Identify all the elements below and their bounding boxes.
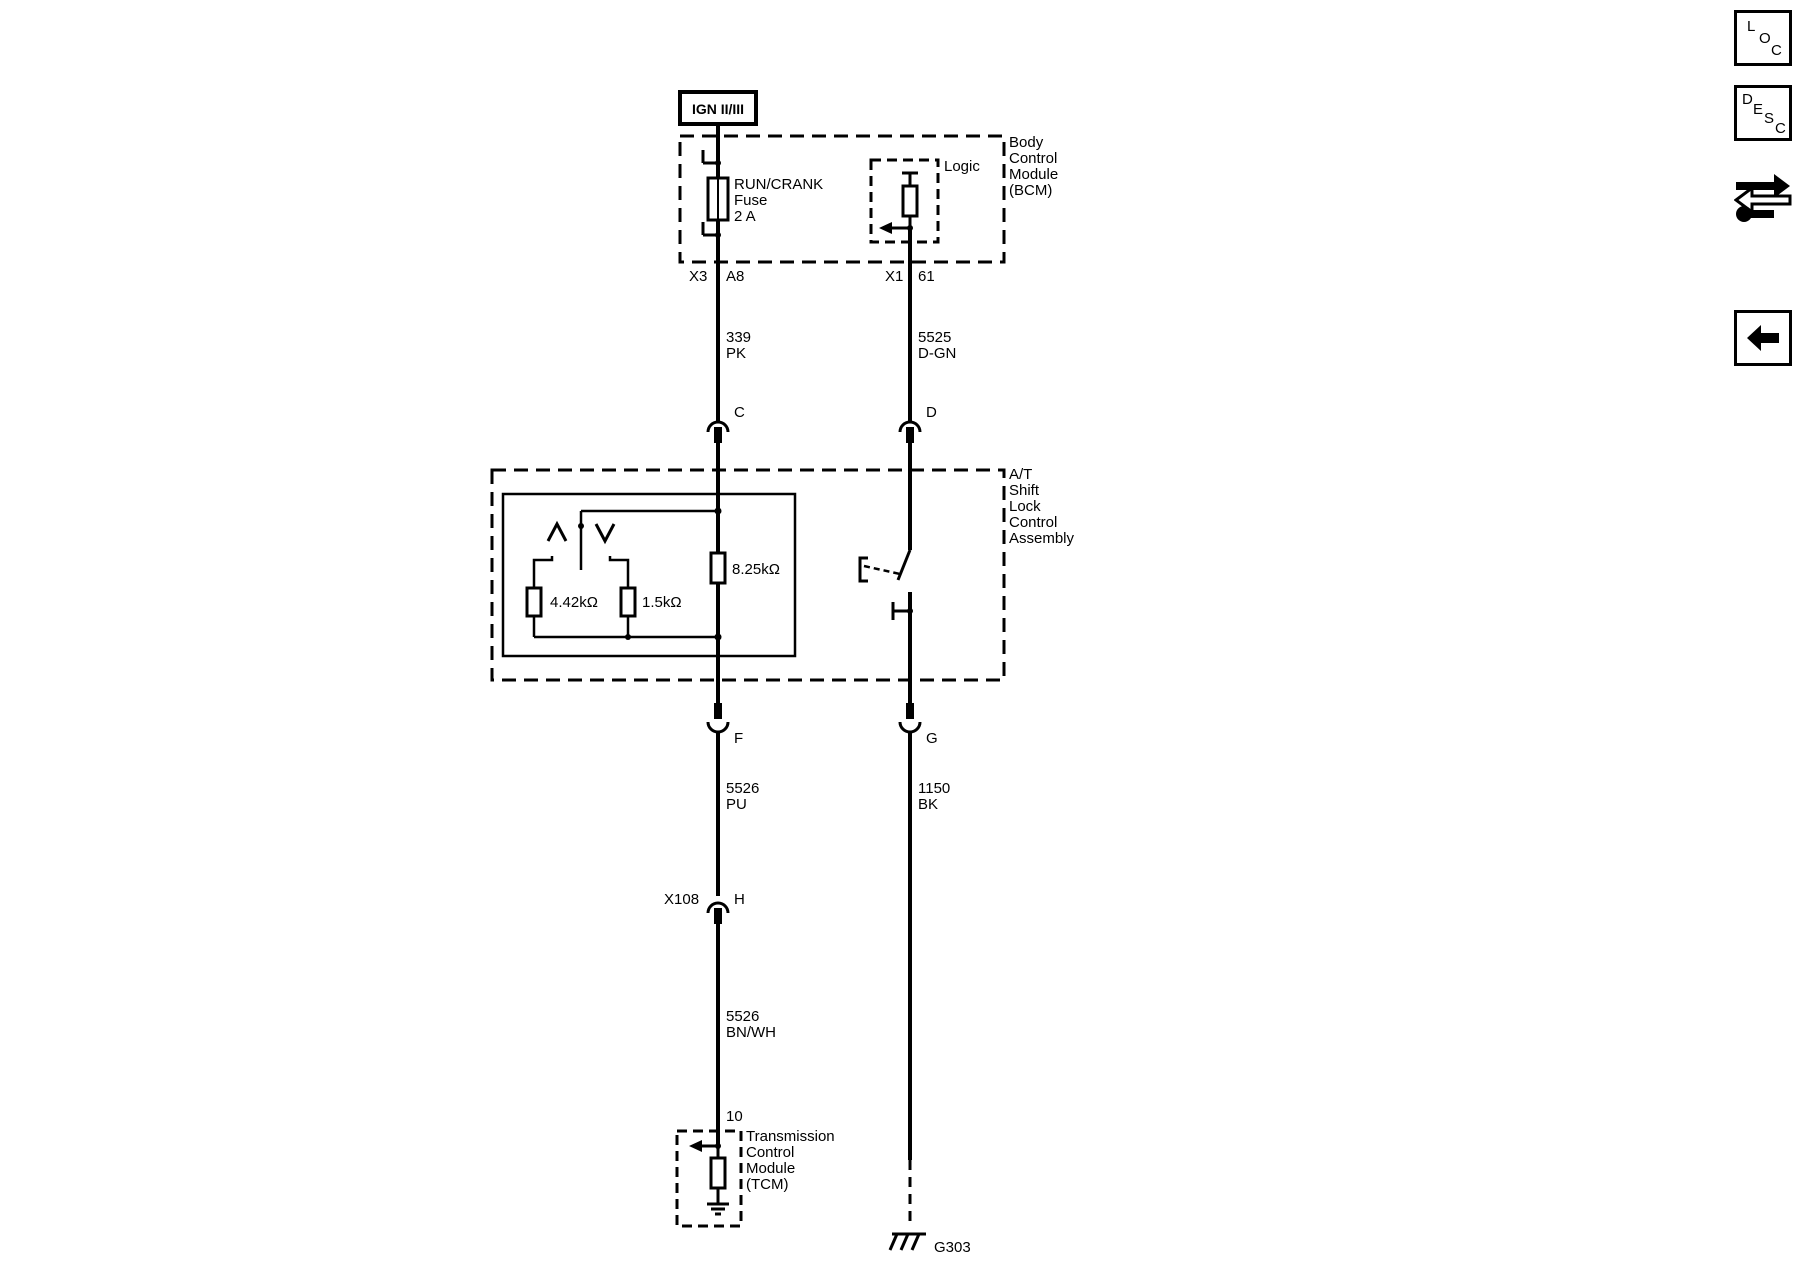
conn-g-label: G — [926, 730, 938, 747]
wiper-up-icon — [546, 520, 568, 542]
connector-c — [706, 420, 730, 433]
back-button[interactable] — [1734, 310, 1792, 366]
description-button[interactable]: D E S C — [1734, 85, 1792, 141]
logic-arrow — [879, 222, 892, 234]
solenoid-actuator-icon — [858, 556, 868, 583]
conn-x1: X1 — [885, 268, 903, 285]
logic-resistor — [901, 184, 919, 218]
desc-s: S — [1764, 110, 1775, 127]
tcm-resistor — [709, 1156, 727, 1190]
conn-c-label: C — [734, 404, 745, 421]
r3-label: 1.5kΩ — [642, 594, 682, 611]
conn-61: 61 — [918, 268, 935, 285]
shift-lock-boundary — [490, 468, 1006, 682]
loc-o: O — [1759, 30, 1771, 47]
location-button[interactable]: L O C — [1734, 10, 1792, 66]
conn-h-label: H — [734, 891, 745, 908]
shift-lock-switch — [896, 549, 912, 581]
resistor-1-5k — [619, 586, 637, 618]
conn-x3: X3 — [689, 268, 707, 285]
ground-label: G303 — [934, 1239, 971, 1256]
loc-c: C — [1771, 42, 1782, 59]
conn-d-label: D — [926, 404, 937, 421]
tcm-pin-label: 10 — [726, 1108, 743, 1125]
back-arrow-icon — [1747, 325, 1779, 351]
connector-x108 — [706, 901, 730, 914]
wiper-down-icon — [594, 523, 616, 545]
desc-e: E — [1753, 101, 1764, 118]
connector-g — [898, 721, 922, 734]
repair-procedures-icon[interactable] — [1734, 162, 1792, 224]
resistor-8-25k — [709, 551, 727, 585]
logic-label: Logic — [944, 158, 980, 175]
bcm-logic-box — [869, 158, 940, 244]
connector-f — [706, 721, 730, 734]
loc-l: L — [1747, 18, 1756, 35]
bcm-boundary — [678, 134, 1006, 264]
r1-label: 8.25kΩ — [732, 561, 780, 578]
desc-c: C — [1775, 120, 1786, 137]
tcm-boundary — [675, 1129, 743, 1228]
connector-d — [898, 420, 922, 433]
shift-lock-sensor-box — [501, 492, 797, 658]
conn-x108-label: X108 — [664, 891, 699, 908]
ignition-label: IGN II/III — [692, 101, 744, 117]
resistor-4-42k — [525, 586, 543, 618]
desc-d: D — [1742, 91, 1753, 108]
tcm-ground-icon — [707, 1202, 729, 1216]
conn-a8: A8 — [726, 268, 744, 285]
conn-f-label: F — [734, 730, 743, 747]
tcm-arrow — [689, 1140, 702, 1152]
r2-label: 4.42kΩ — [550, 594, 598, 611]
chassis-ground-icon — [888, 1232, 926, 1251]
